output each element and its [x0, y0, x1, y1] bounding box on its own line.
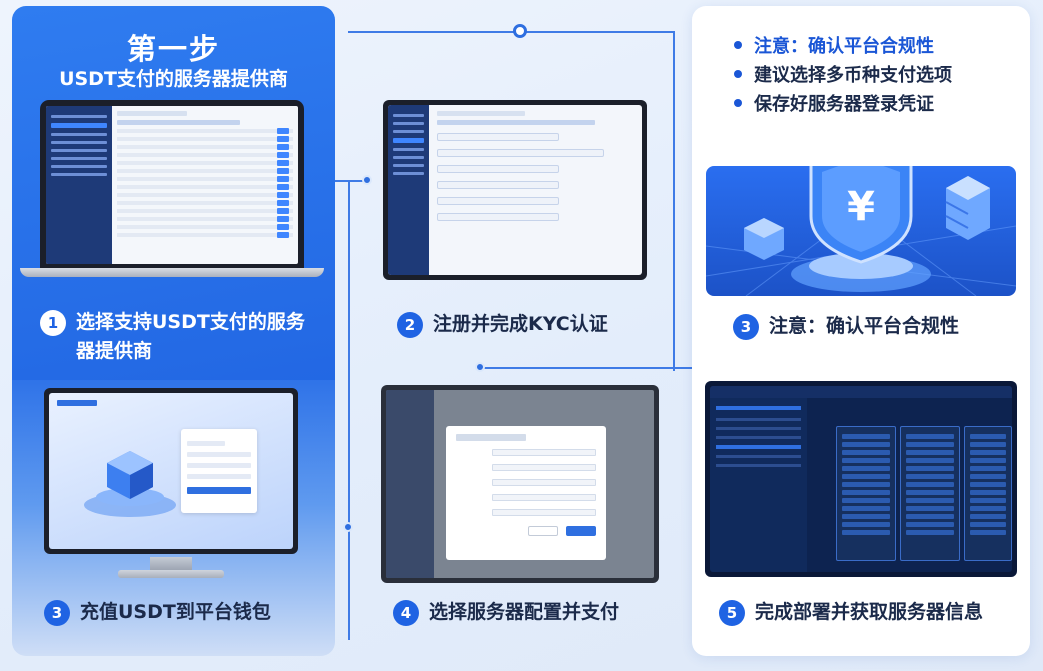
connector-middle-horizontal [480, 367, 692, 369]
step-number-badge: 3 [733, 314, 759, 340]
provider-sidebar [46, 106, 112, 264]
connector-dot-icon [343, 522, 353, 532]
server-rack [900, 426, 960, 561]
laptop-base [20, 268, 324, 277]
step-3-wallet-label: 充值USDT到平台钱包 [80, 601, 271, 623]
step-number-badge: 5 [719, 600, 745, 626]
note-item: 建议选择多币种支付选项 [734, 59, 952, 88]
server-rack [836, 426, 896, 561]
step-2-label: 注册并完成KYC认证 [433, 313, 608, 335]
config-modal [446, 426, 606, 560]
compliance-illustration: ¥ [706, 166, 1016, 296]
provider-table [112, 106, 298, 264]
yuan-shield-icon: ¥ [706, 166, 1016, 296]
step-number-badge: 4 [393, 600, 419, 626]
cancel-button[interactable] [528, 526, 558, 536]
wallet-monitor [44, 388, 298, 554]
connector-dot-icon [362, 175, 372, 185]
step-title: 第一步 [126, 32, 220, 66]
step-4-label: 选择服务器配置并支付 [429, 601, 620, 623]
kyc-form [429, 105, 642, 275]
config-monitor [381, 385, 659, 583]
step-5-caption: 5 完成部署并获取服务器信息 [719, 598, 1019, 627]
step-3-wallet-caption: 3 充值USDT到平台钱包 [44, 598, 324, 627]
cube-stack-icon [84, 451, 176, 517]
step-1-label: 选择支持USDT支付的服务器提供商 [76, 311, 305, 362]
step-5-label: 完成部署并获取服务器信息 [755, 601, 984, 623]
server-rack [964, 426, 1012, 561]
note-item: 注意：确认平台合规性 [734, 30, 952, 59]
kyc-monitor [383, 100, 647, 280]
laptop-screen [40, 100, 304, 270]
confirm-button[interactable] [566, 526, 596, 536]
connector-right-vertical [673, 31, 675, 371]
connector-dot-icon [475, 362, 485, 372]
connector-left-vertical [348, 180, 350, 640]
monitor-foot [118, 570, 224, 578]
step-2-caption: 2 注册并完成KYC认证 [397, 310, 657, 339]
step-3-compliance-caption: 3 注意：确认平台合规性 [733, 312, 1013, 341]
server-dashboard [705, 381, 1017, 577]
step-3-compliance-label: 注意：确认平台合规性 [769, 315, 960, 337]
connector-dot-icon [513, 24, 527, 38]
step-number-badge: 1 [40, 310, 66, 336]
connector-left-horizontal [312, 180, 368, 182]
step-number-badge: 2 [397, 312, 423, 338]
step-4-caption: 4 选择服务器配置并支付 [393, 598, 683, 627]
monitor-stand [150, 557, 192, 571]
step-1-caption: 1 选择支持USDT支付的服务器提供商 [40, 308, 310, 366]
login-card [181, 429, 257, 513]
svg-text:¥: ¥ [847, 184, 875, 230]
notes-list: 注意：确认平台合规性 建议选择多币种支付选项 保存好服务器登录凭证 [734, 30, 952, 117]
connector-top [348, 31, 673, 33]
note-item: 保存好服务器登录凭证 [734, 88, 952, 117]
step-number-badge: 3 [44, 600, 70, 626]
step-subtitle: USDT支付的服务器提供商 [59, 68, 288, 90]
